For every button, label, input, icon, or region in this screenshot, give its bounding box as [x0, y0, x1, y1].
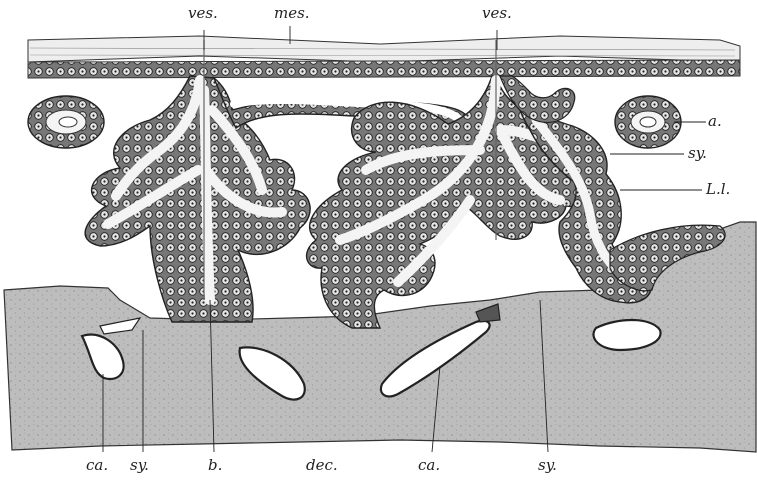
villus-section-left-vessel [59, 117, 77, 127]
label-ca-right: ca. [418, 458, 440, 473]
label-ll: L.l. [706, 182, 730, 197]
capillary-right [593, 320, 660, 350]
label-dec: dec. [306, 458, 338, 473]
label-b: b. [208, 458, 222, 473]
villus-section-a-vessel [640, 117, 656, 127]
label-sy-left: sy. [130, 458, 149, 473]
label-ca-left: ca. [86, 458, 108, 473]
label-a: a. [708, 114, 722, 129]
label-mes: mes. [274, 6, 310, 21]
label-sy-right: sy. [688, 146, 707, 161]
top-cell-layer [28, 60, 740, 78]
label-ves-left: ves. [188, 6, 218, 21]
label-ves-right: ves. [482, 6, 512, 21]
label-sy-bottom: sy. [538, 458, 557, 473]
